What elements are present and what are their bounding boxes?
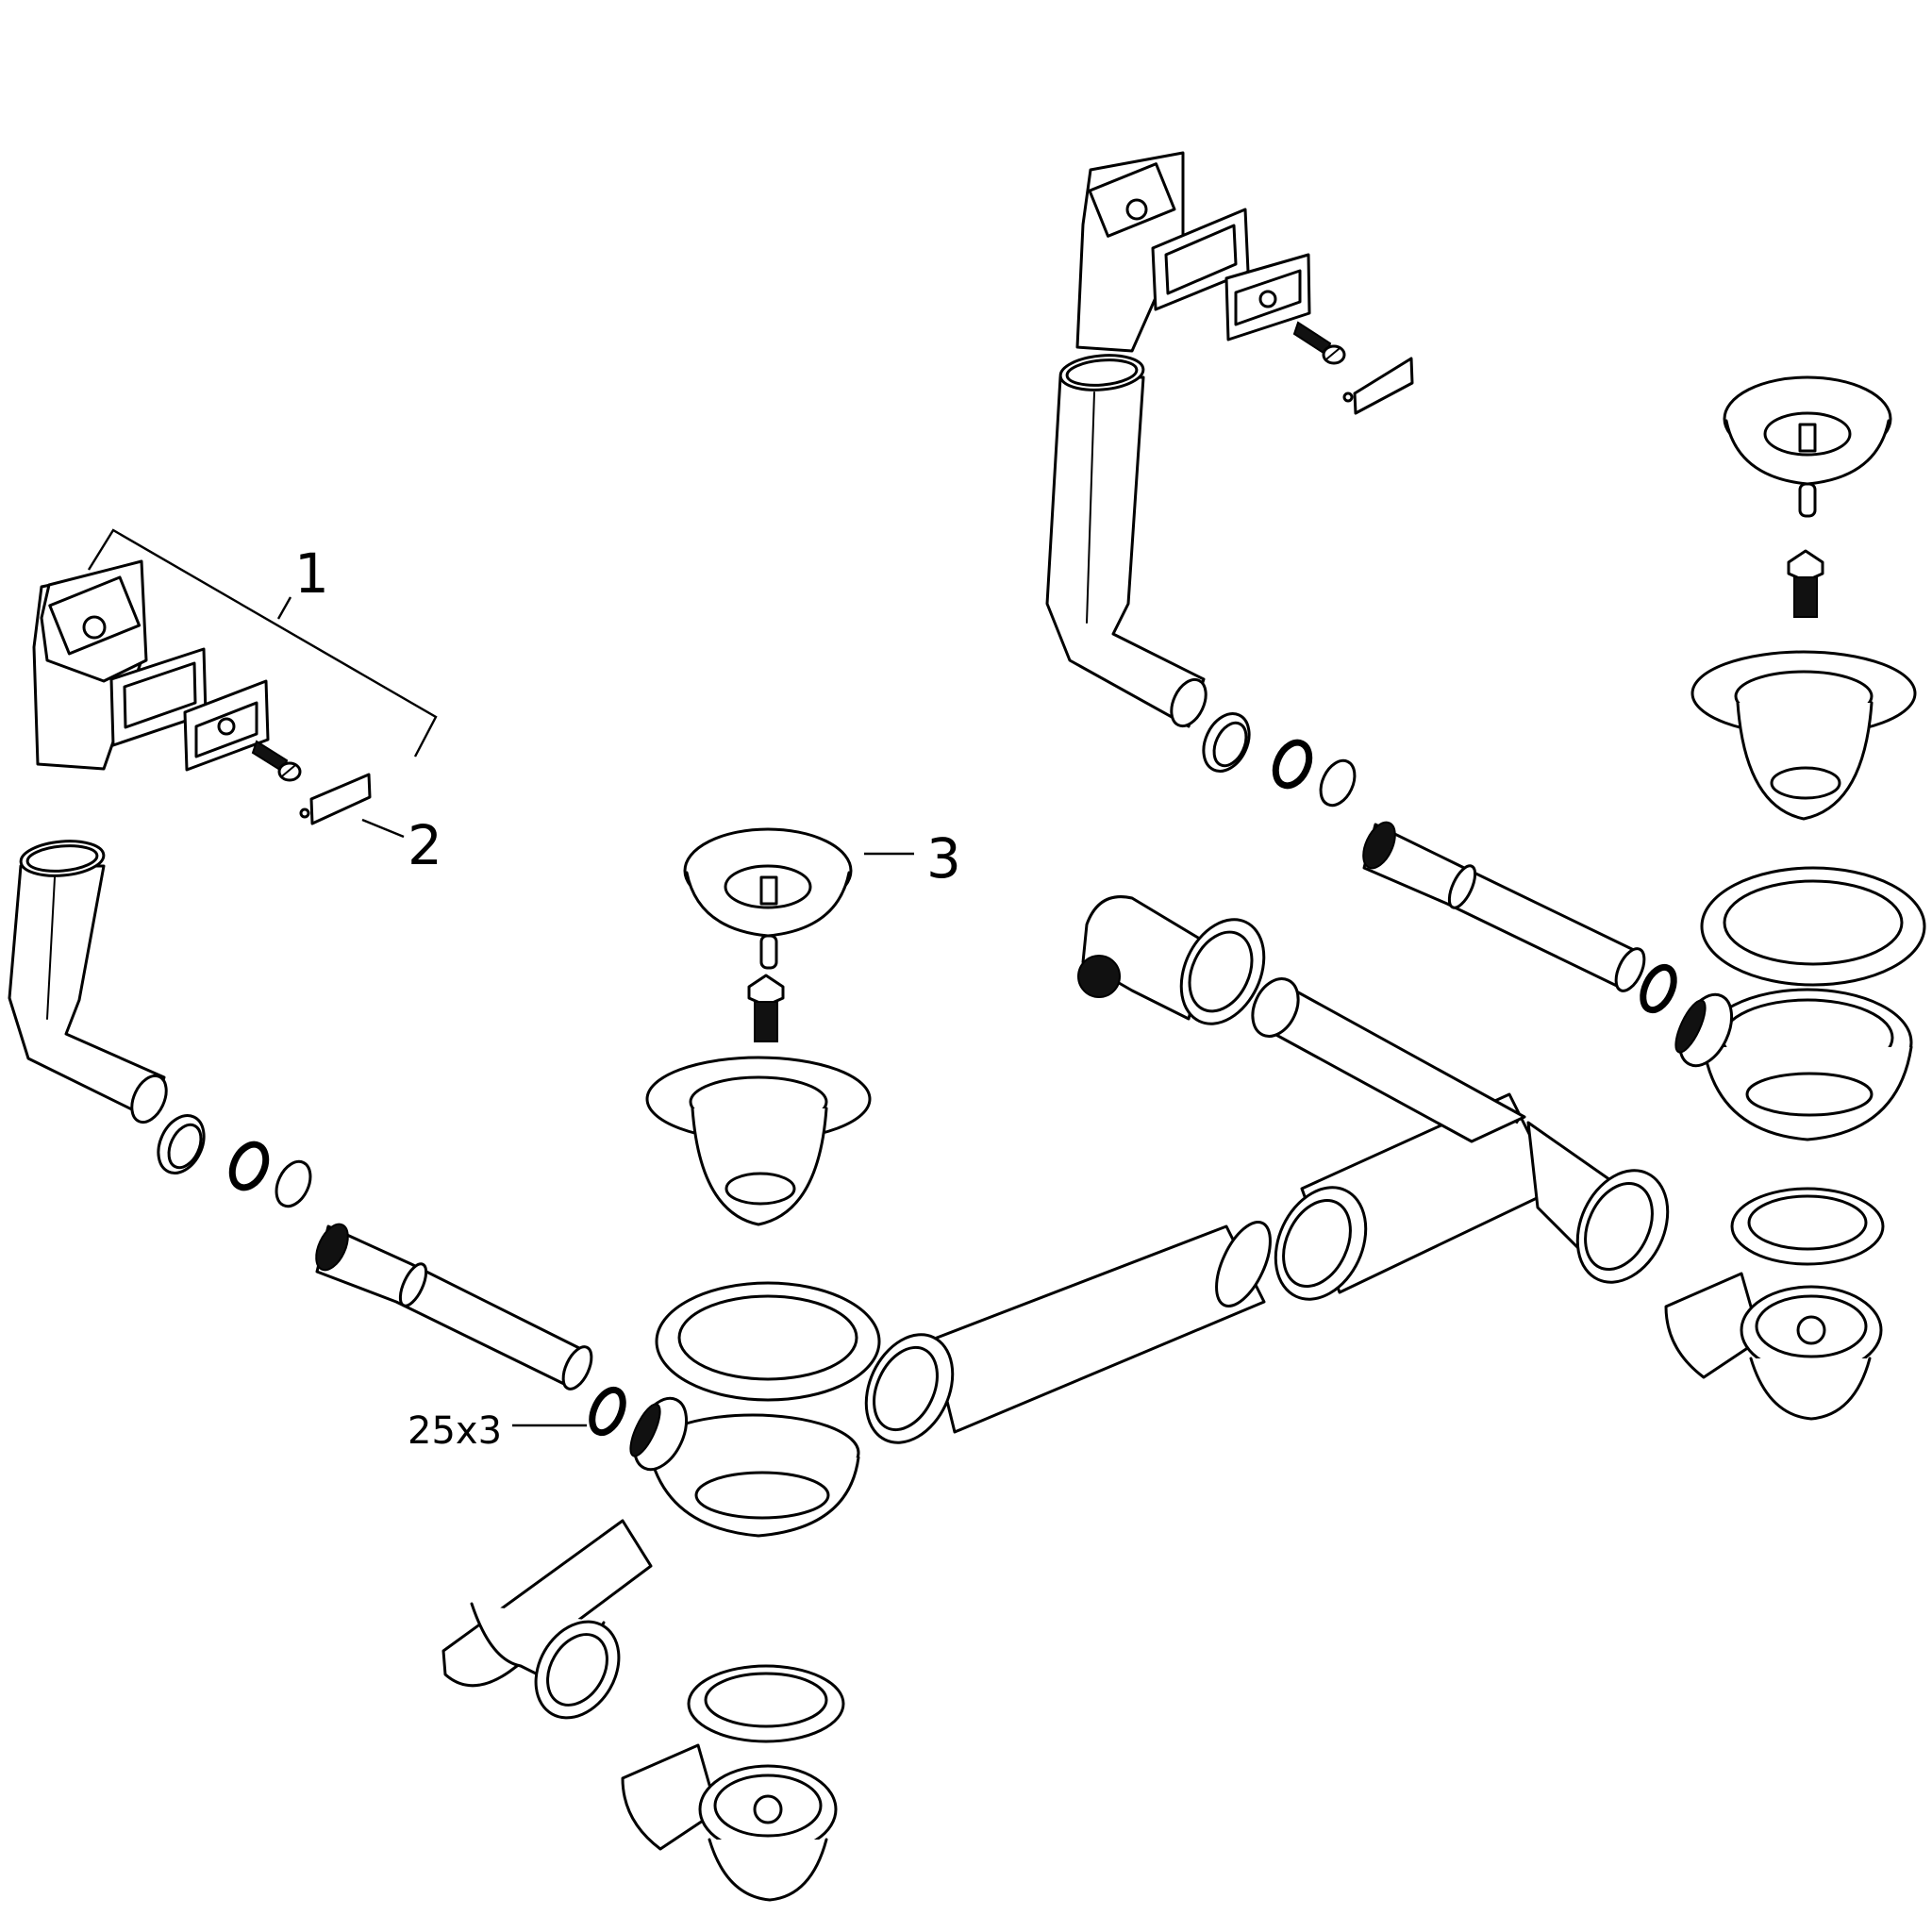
hex-bolt-icon <box>747 974 785 1042</box>
body-side-connector-icon <box>1674 992 1734 1068</box>
left-bottom-elbow-icon <box>441 1519 653 1720</box>
hex-bolt-icon <box>1787 549 1824 618</box>
frame-gasket-icon <box>1151 208 1250 311</box>
cover-plate-icon <box>1224 253 1311 341</box>
left-overflow-assembly <box>8 528 626 1437</box>
waste-body-icon <box>1702 988 1913 1141</box>
o-ring-icon <box>1640 963 1677 1014</box>
callout-label-o-ring: 25x3 <box>408 1409 502 1453</box>
overflow-tube-icon <box>1362 821 1646 992</box>
oval-overflow-hose-icon <box>8 840 168 1124</box>
strainer-basket-icon <box>683 827 853 970</box>
sink-flange-icon <box>645 1056 872 1226</box>
overflow-cap-icon <box>1342 357 1414 415</box>
union-nut-icon <box>1202 712 1251 773</box>
slotted-screw-icon <box>251 740 302 782</box>
callout-1-bracket <box>87 528 438 758</box>
connecting-pipework <box>864 895 1670 1444</box>
union-nut-icon <box>157 1114 206 1174</box>
cover-plate-icon <box>183 679 270 772</box>
right-basin-assembly <box>1664 375 1926 1421</box>
gasket-icon <box>687 1664 845 1743</box>
sink-ring-icon <box>1700 866 1926 987</box>
washer-icon <box>1272 739 1313 790</box>
callout-2-leader <box>361 818 405 839</box>
callout-label-3: 3 <box>926 826 961 891</box>
long-connecting-pipe-icon <box>864 1221 1272 1444</box>
straight-pipe-icon <box>1251 977 1526 1143</box>
cone-seal-icon <box>1319 758 1357 808</box>
right-outlet-icon <box>1664 1272 1883 1421</box>
callout-1-leader <box>276 596 292 620</box>
washer-icon <box>228 1141 270 1191</box>
callout-label-2: 2 <box>408 813 442 877</box>
o-ring-icon <box>589 1386 626 1437</box>
sink-flange-icon <box>1690 650 1917 821</box>
overflow-head-icon <box>1075 151 1185 353</box>
t-piece-icon <box>1274 1092 1670 1301</box>
strainer-basket-icon <box>1723 375 1892 518</box>
elbow-icon <box>1077 895 1266 1025</box>
cone-seal-icon <box>275 1159 312 1208</box>
overflow-tube-icon <box>315 1223 593 1391</box>
left-basin-assembly <box>441 827 914 1902</box>
oval-overflow-hose-icon <box>1045 354 1208 728</box>
overflow-cap-icon <box>299 773 372 825</box>
waste-body-icon <box>645 1281 881 1538</box>
left-outlet-icon <box>621 1743 838 1902</box>
slotted-screw-icon <box>1292 321 1346 365</box>
body-side-connector-icon <box>629 1396 689 1472</box>
gasket-icon <box>1730 1187 1885 1266</box>
right-overflow-assembly <box>1045 151 1677 1014</box>
callout-label-1: 1 <box>294 541 329 606</box>
